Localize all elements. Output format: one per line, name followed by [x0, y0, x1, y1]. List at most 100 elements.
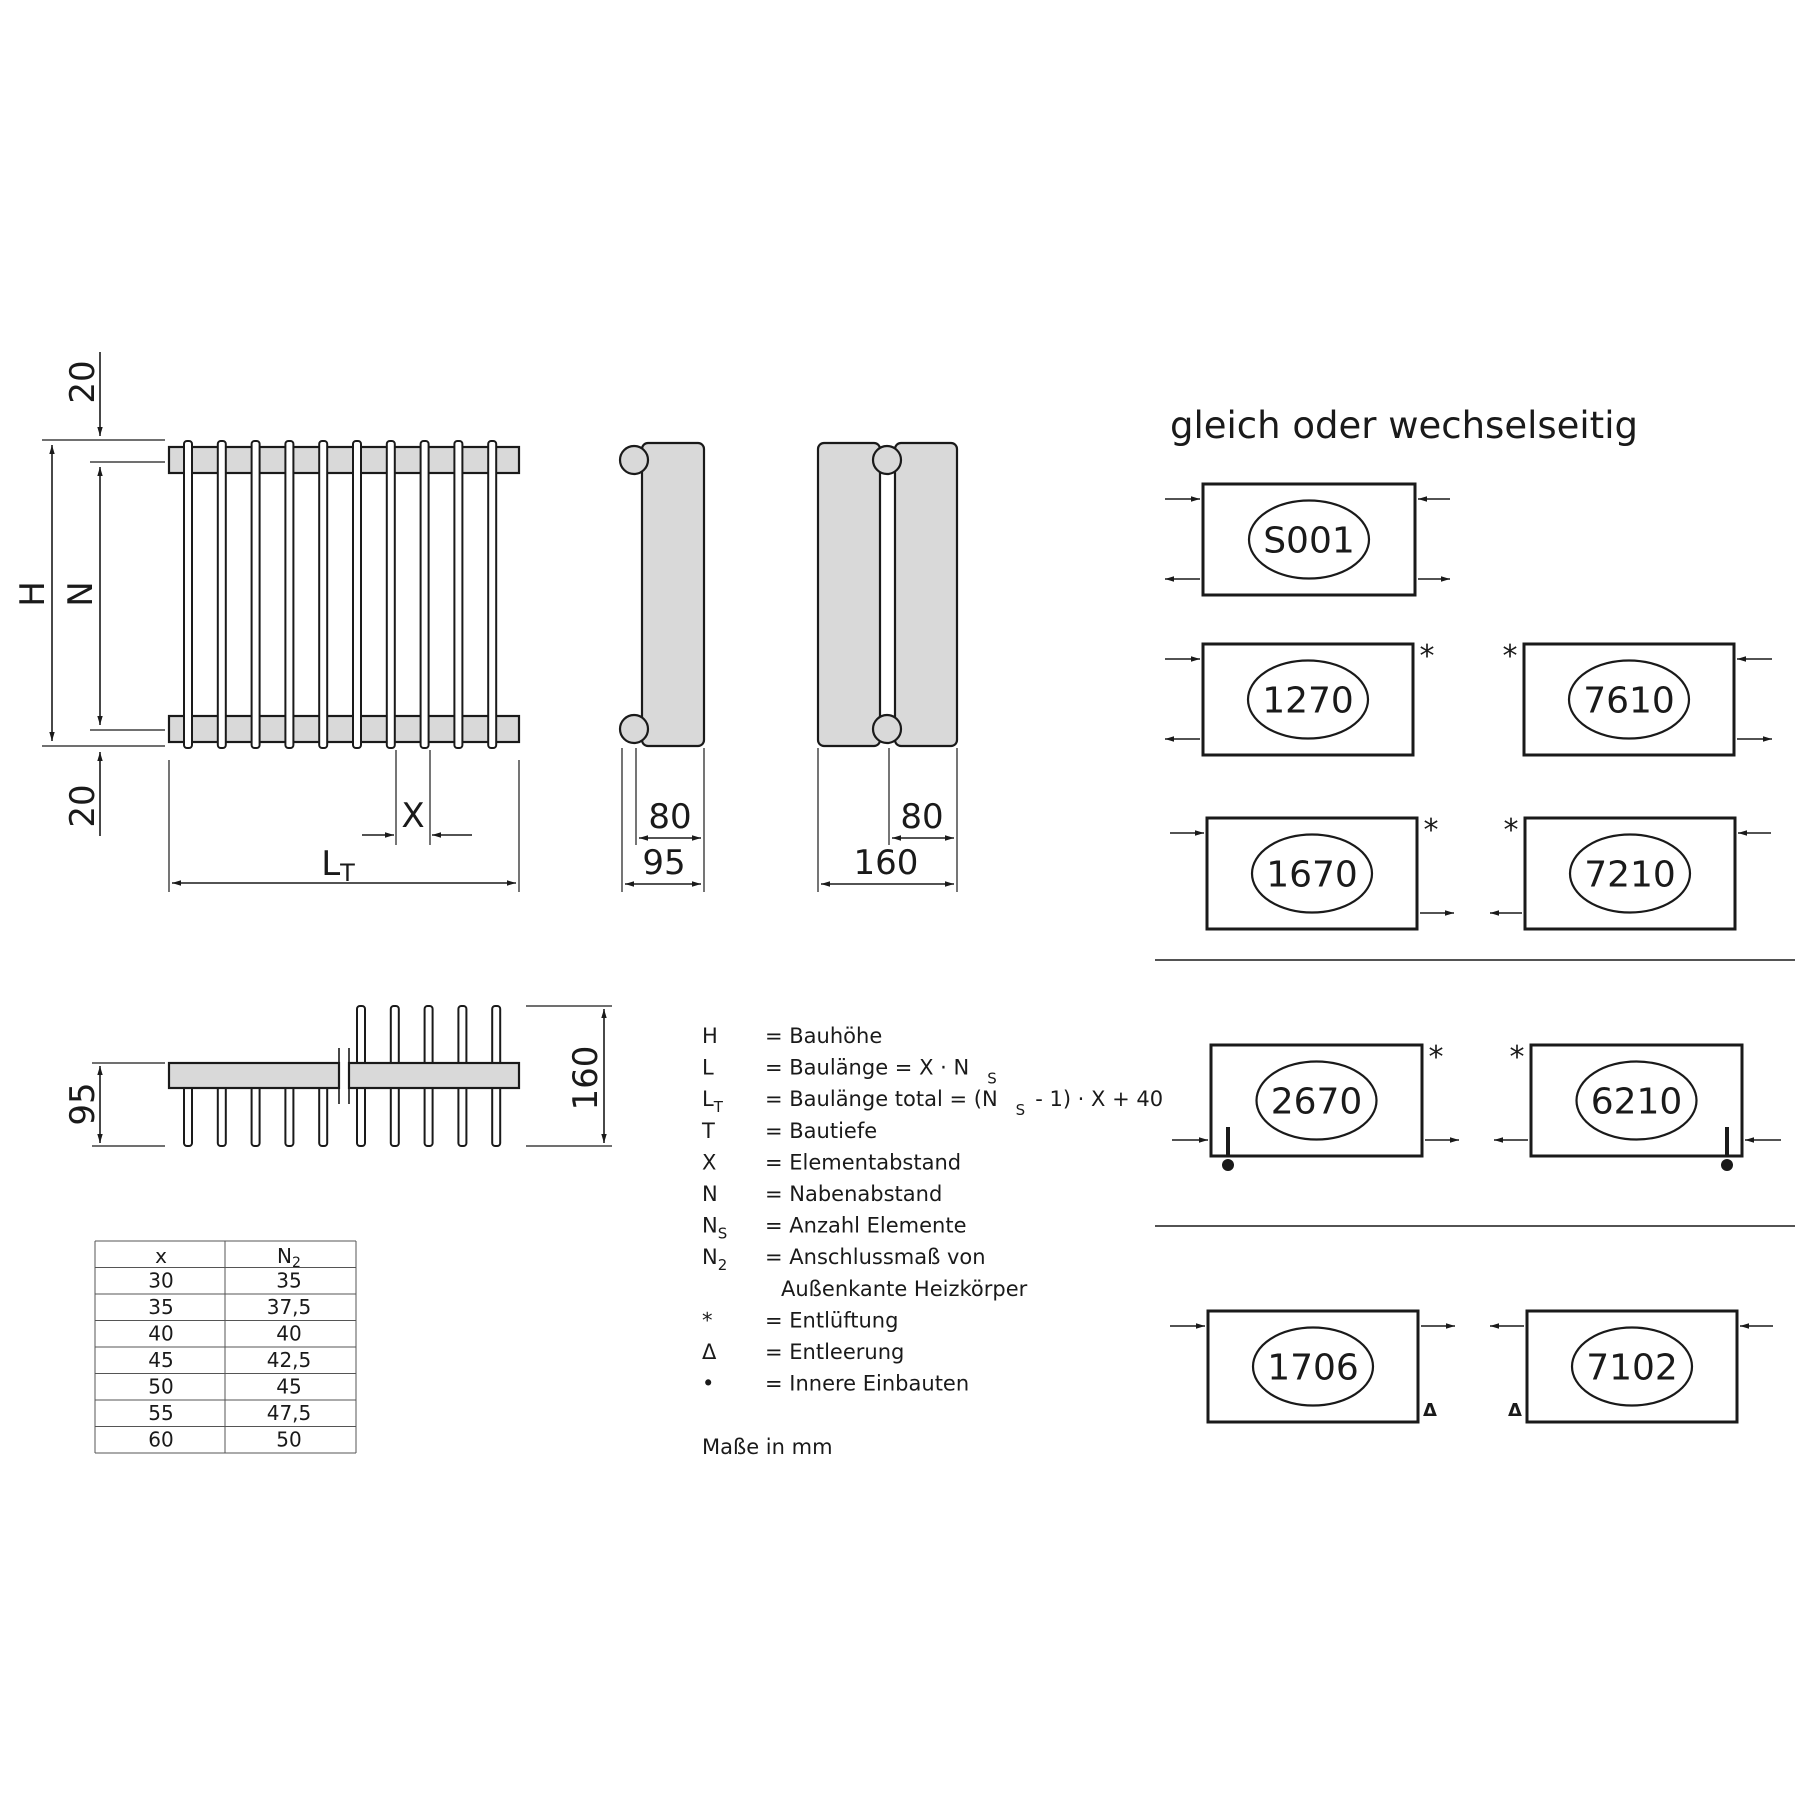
front-tube	[487, 440, 498, 749]
side-view-double: 80 160	[816, 441, 959, 892]
front-tube	[419, 440, 430, 749]
legend-description: = Nabenabstand	[765, 1182, 942, 1206]
legend-symbol: *	[702, 1308, 713, 1332]
x-label: X	[401, 796, 424, 836]
connection-code: 1270	[1262, 681, 1354, 722]
table-cell-n2: 42,5	[267, 1348, 312, 1372]
side-double-outer-text: 160	[854, 843, 919, 883]
top-view-tube-front	[183, 1081, 193, 1147]
top-view-left-text: 95	[63, 1082, 103, 1125]
legend-description: = Entleerung	[765, 1340, 904, 1364]
table-cell-x: 35	[148, 1295, 173, 1319]
table-cell-x: 30	[148, 1269, 173, 1293]
legend-symbol: X	[702, 1150, 716, 1174]
top-view-manifold-right	[347, 1061, 521, 1090]
code-ellipse	[1567, 659, 1691, 740]
code-ellipse	[1247, 499, 1371, 580]
side-double-inner-text: 80	[900, 797, 943, 837]
table-header-n2: N2	[277, 1244, 301, 1271]
connection-code: 7102	[1586, 1348, 1678, 1389]
side-single-body	[640, 441, 706, 748]
connection-schemes: S0011270*7610*1670*7210*2670*6210*1706Δ7…	[1165, 482, 1781, 1424]
vent-mark: *	[1429, 1040, 1444, 1075]
front-tubes	[183, 440, 498, 749]
legend-symbol: N2	[702, 1245, 727, 1274]
side-single-bottom-nipple	[618, 713, 650, 745]
legend-symbol: Δ	[702, 1340, 717, 1364]
legend-symbol: •	[702, 1372, 714, 1396]
legend-description: = Anzahl Elemente	[765, 1214, 967, 1238]
connection-code: 1706	[1267, 1348, 1359, 1389]
table-cell-x: 50	[148, 1375, 173, 1399]
table-grid	[94, 1240, 357, 1454]
front-view: H N 20 20 LT X	[13, 352, 521, 892]
legend-symbol: L	[702, 1056, 714, 1080]
legend-symbol: NS	[702, 1214, 727, 1243]
table-cell-n2: 40	[276, 1322, 301, 1346]
units-note: Maße in mm	[702, 1435, 833, 1459]
table-cell-x: 40	[148, 1322, 173, 1346]
hub-label: N	[61, 581, 101, 606]
front-tube	[318, 440, 329, 749]
vent-mark: *	[1503, 639, 1518, 674]
vent-mark: *	[1424, 813, 1439, 848]
front-tube	[385, 440, 396, 749]
front-tube	[216, 440, 227, 749]
code-ellipse	[1575, 1060, 1698, 1141]
legend-description-continued: Außenkante Heizkörper	[781, 1277, 1028, 1301]
legend-description: = Bautiefe	[765, 1119, 877, 1143]
legend-description: = Anschlussmaß von	[765, 1245, 986, 1269]
table-cell-n2: 35	[276, 1269, 301, 1293]
legend-description: = Elementabstand	[765, 1150, 961, 1174]
code-ellipse	[1568, 833, 1692, 914]
code-ellipse	[1251, 1326, 1375, 1407]
code-ellipse	[1250, 833, 1374, 914]
vent-mark: *	[1420, 639, 1435, 674]
top-view-tube-front	[318, 1081, 329, 1147]
legend-symbol: LT	[702, 1087, 724, 1116]
side-single-inner-text: 80	[648, 797, 691, 837]
top-view-tube-front	[284, 1081, 295, 1147]
drain-mark: Δ	[1423, 1400, 1437, 1421]
side-double-top-nipple	[871, 444, 903, 476]
table-header-x: x	[155, 1244, 167, 1268]
table-cell-x: 60	[148, 1428, 173, 1452]
front-tube	[250, 440, 261, 749]
side-single-outer-text: 95	[642, 843, 685, 883]
top-view-manifold-left	[167, 1061, 341, 1090]
front-tube	[284, 440, 295, 749]
front-tube	[183, 440, 193, 749]
connection-code: 6210	[1591, 1082, 1683, 1123]
table-cell-n2: 47,5	[267, 1401, 312, 1425]
connection-code: 1670	[1266, 855, 1358, 896]
code-ellipse	[1255, 1060, 1378, 1141]
drain-mark: Δ	[1508, 1400, 1522, 1421]
code-ellipse	[1570, 1326, 1694, 1407]
top-view: 95 160	[63, 1005, 612, 1147]
vent-mark: *	[1504, 813, 1519, 848]
table-cell-x: 45	[148, 1348, 173, 1372]
table-cell-n2: 37,5	[267, 1295, 312, 1319]
side-view-single: 80 95	[618, 441, 706, 892]
connection-code: 7210	[1584, 855, 1676, 896]
height-label: H	[13, 581, 53, 607]
top-view-tube-front	[250, 1081, 261, 1147]
table-cell-n2: 45	[276, 1375, 301, 1399]
connection-code: S001	[1263, 521, 1355, 562]
connection-code: 2670	[1271, 1082, 1363, 1123]
table-cell-x: 55	[148, 1401, 173, 1425]
front-tube	[352, 440, 362, 749]
code-ellipse	[1246, 659, 1370, 740]
internal-insert-dot	[1222, 1159, 1234, 1171]
table-cell-n2: 50	[276, 1428, 301, 1452]
internal-insert-dot	[1721, 1159, 1733, 1171]
side-double-body-front	[816, 441, 882, 748]
lt-label: LT	[321, 844, 355, 887]
connection-code: 7610	[1583, 681, 1675, 722]
